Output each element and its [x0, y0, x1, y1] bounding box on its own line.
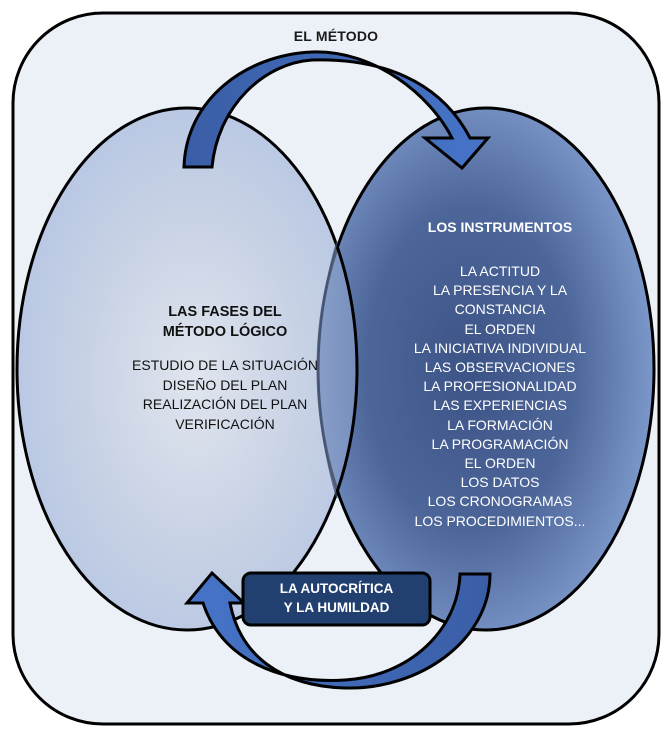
right-item: EL ORDEN: [464, 455, 536, 472]
right-item: LA PROFESIONALIDAD: [423, 378, 577, 395]
bottom-box-line: Y LA HUMILDAD: [283, 600, 390, 615]
bottom-box-label: LA AUTOCRÍTICA Y LA HUMILDAD: [243, 579, 430, 617]
right-item: CONSTANCIA: [454, 301, 546, 318]
bottom-box-line: LA AUTOCRÍTICA: [279, 581, 394, 596]
right-item: LOS PROCEDIMIENTOS...: [414, 512, 586, 529]
bottom-arrow: [183, 570, 492, 690]
right-item: LOS CRONOGRAMAS: [427, 493, 573, 510]
top-arrow: [182, 50, 492, 171]
right-item: LA FORMACIÓN: [447, 416, 553, 433]
right-item: LA PRESENCIA Y LA: [432, 282, 568, 299]
left-item: DISEÑO DEL PLAN: [162, 376, 288, 393]
overlap-edge: [317, 241, 338, 499]
right-item: LAS OBSERVACIONES: [424, 359, 576, 376]
bottom-box: [241, 571, 432, 627]
left-ellipse: [17, 108, 357, 630]
right-heading: LOS INSTRUMENTOS: [427, 219, 573, 235]
right-item: LA INICIATIVA INDIVIDUAL: [413, 339, 587, 356]
left-heading-line: MÉTODO LÓGICO: [162, 324, 288, 340]
right-item: EL ORDEN: [464, 320, 536, 337]
right-items-list: LA ACTITUD LA PRESENCIA Y LA CONSTANCIA …: [370, 262, 630, 531]
left-ellipse-outline: [15, 106, 359, 632]
left-item: ESTUDIO DE LA SITUACIÓN: [132, 357, 318, 373]
left-items-list: ESTUDIO DE LA SITUACIÓN DISEÑO DEL PLAN …: [110, 356, 340, 434]
right-item: LOS DATOS: [460, 474, 540, 491]
right-item: LA PROGRAMACIÓN: [431, 435, 569, 452]
right-ellipse-text: LOS INSTRUMENTOS LA ACTITUD LA PRESENCIA…: [370, 218, 630, 531]
left-heading-line: LAS FASES DEL: [168, 304, 282, 320]
diagram-title: EL MÉTODO: [293, 28, 379, 44]
left-heading: LAS FASES DEL MÉTODO LÓGICO: [110, 302, 340, 342]
right-item: LA ACTITUD: [459, 263, 541, 279]
left-item: VERIFICACIÓN: [175, 415, 275, 432]
right-item: LAS EXPERIENCIAS: [433, 397, 567, 414]
left-ellipse-text: LAS FASES DEL MÉTODO LÓGICO ESTUDIO DE L…: [110, 302, 340, 434]
left-item: REALIZACIÓN DEL PLAN: [142, 396, 308, 412]
